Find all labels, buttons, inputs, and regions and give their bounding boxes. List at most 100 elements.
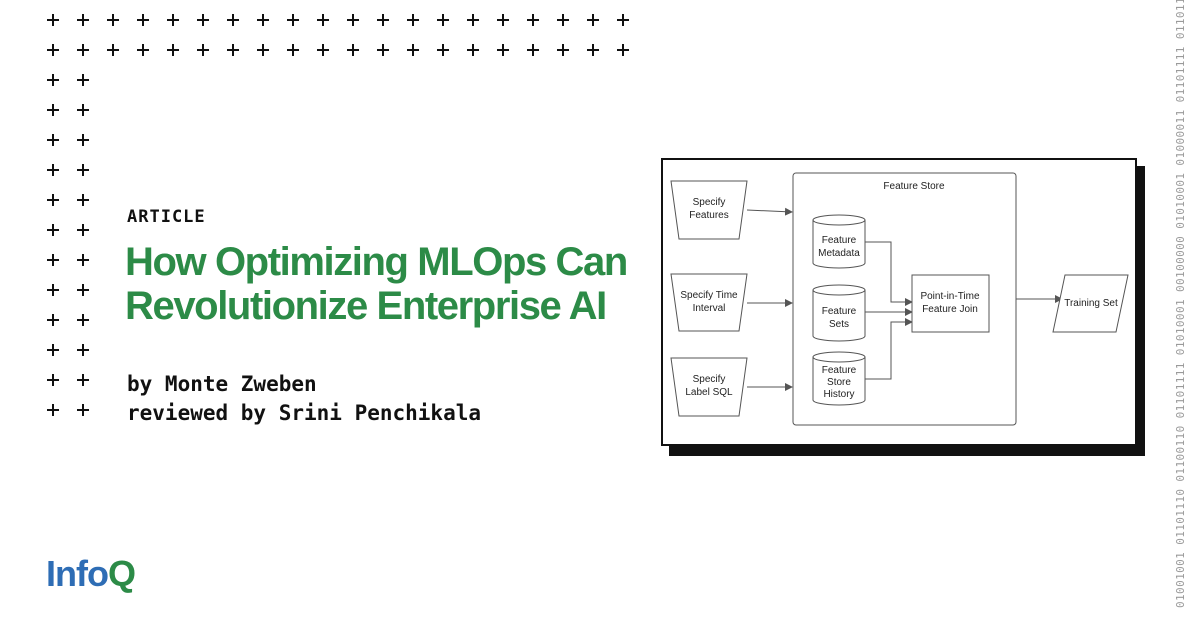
plus-mark — [46, 343, 60, 357]
plus-mark — [46, 13, 60, 27]
author-byline: by Monte Zweben — [127, 372, 317, 396]
store-feature-sets: Feature Sets — [812, 284, 866, 342]
plus-mark — [76, 133, 90, 147]
plus-mark — [226, 13, 240, 27]
join-line-1: Point-in-Time — [920, 291, 980, 302]
plus-mark — [76, 373, 90, 387]
plus-mark — [286, 43, 300, 57]
metadata-line-1: Feature — [822, 235, 857, 246]
plus-mark — [196, 43, 210, 57]
sets-line-1: Feature — [822, 306, 857, 317]
plus-mark — [76, 313, 90, 327]
reviewer-byline: reviewed by Srini Penchikala — [127, 401, 482, 425]
plus-mark — [46, 373, 60, 387]
plus-mark — [76, 223, 90, 237]
plus-mark — [46, 133, 60, 147]
input-label-line-1: Specify — [693, 374, 726, 385]
plus-mark — [406, 43, 420, 57]
training-set-label: Training Set — [1064, 298, 1118, 309]
plus-mark — [46, 193, 60, 207]
feature-store-title: Feature Store — [883, 181, 945, 192]
plus-mark — [166, 43, 180, 57]
plus-mark — [106, 43, 120, 57]
plus-mark — [346, 13, 360, 27]
plus-mark — [76, 13, 90, 27]
plus-mark — [526, 13, 540, 27]
history-line-3: History — [823, 389, 854, 400]
join-line-2: Feature Join — [922, 304, 978, 315]
arrow-history-join — [865, 318, 913, 380]
feature-store-diagram: Feature Store Specify Features Specify T… — [661, 158, 1137, 446]
title-line-1: How Optimizing MLOps Can — [125, 240, 628, 284]
plus-mark — [406, 13, 420, 27]
input-time-line-1: Specify Time — [680, 290, 738, 301]
input-time-line-2: Interval — [693, 303, 726, 314]
plus-mark — [466, 43, 480, 57]
plus-mark — [616, 43, 630, 57]
infoq-logo[interactable]: InfoQ — [46, 553, 136, 595]
plus-mark — [436, 13, 450, 27]
plus-mark — [106, 13, 120, 27]
plus-mark — [46, 73, 60, 87]
plus-mark — [376, 43, 390, 57]
input-specify-time-interval — [670, 273, 748, 332]
plus-mark — [46, 253, 60, 267]
plus-mark — [76, 253, 90, 267]
plus-mark — [376, 13, 390, 27]
plus-mark — [496, 43, 510, 57]
plus-mark — [46, 43, 60, 57]
input-features-line-2: Features — [689, 210, 728, 221]
plus-mark — [556, 13, 570, 27]
arrow-features — [746, 207, 793, 216]
plus-mark — [76, 163, 90, 177]
plus-mark — [136, 13, 150, 27]
plus-mark — [46, 163, 60, 177]
plus-mark — [586, 43, 600, 57]
plus-mark — [196, 13, 210, 27]
history-line-2: Store — [827, 377, 851, 388]
title-line-2: Revolutionize Enterprise AI — [125, 284, 607, 328]
plus-mark — [526, 43, 540, 57]
plus-mark — [76, 103, 90, 117]
plus-mark — [46, 313, 60, 327]
logo-text: Info — [46, 553, 109, 594]
plus-mark — [436, 43, 450, 57]
plus-mark — [46, 283, 60, 297]
plus-mark — [616, 13, 630, 27]
article-label: ARTICLE — [127, 207, 206, 227]
store-feature-metadata: Feature Metadata — [812, 214, 866, 269]
plus-mark — [46, 103, 60, 117]
plus-mark — [76, 403, 90, 417]
plus-mark — [76, 283, 90, 297]
input-specify-features — [670, 180, 748, 240]
plus-mark — [76, 193, 90, 207]
binary-strip: 01001001 01101110 01100110 01101111 0101… — [1174, 0, 1187, 608]
plus-mark — [76, 343, 90, 357]
plus-mark — [136, 43, 150, 57]
diagram-svg: Feature Store Specify Features Specify T… — [670, 172, 1129, 426]
arrow-metadata-join — [865, 241, 913, 306]
metadata-line-2: Metadata — [818, 248, 860, 259]
sets-line-2: Sets — [829, 319, 849, 330]
history-line-1: Feature — [822, 365, 857, 376]
plus-mark — [586, 13, 600, 27]
article-title[interactable]: How Optimizing MLOps Can Revolutionize E… — [125, 240, 655, 328]
plus-mark — [76, 43, 90, 57]
plus-mark — [76, 73, 90, 87]
input-specify-label-sql — [670, 357, 748, 417]
plus-mark — [256, 13, 270, 27]
plus-mark — [316, 13, 330, 27]
plus-mark — [46, 223, 60, 237]
store-feature-history: Feature Store History — [812, 351, 866, 406]
plus-mark — [316, 43, 330, 57]
plus-mark — [166, 13, 180, 27]
plus-mark — [346, 43, 360, 57]
point-in-time-join — [911, 274, 990, 333]
plus-mark — [226, 43, 240, 57]
plus-mark — [46, 403, 60, 417]
plus-mark — [556, 43, 570, 57]
plus-mark — [286, 13, 300, 27]
plus-mark — [466, 13, 480, 27]
logo-accent: Q — [107, 553, 136, 594]
